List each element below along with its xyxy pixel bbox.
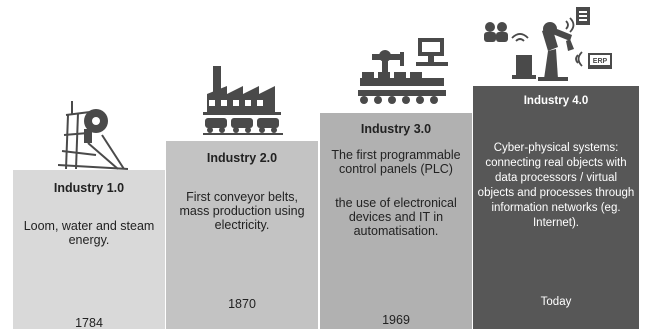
stage-title: Industry 4.0: [523, 95, 589, 107]
stage-industry-2: Industry 2.0 First conveyor belts, mass …: [166, 141, 318, 329]
stage-industry-3: Industry 3.0 The first programmable cont…: [320, 113, 472, 329]
stage-extra-description: the use of electronical devices and IT i…: [335, 196, 457, 238]
robot-arm-computer-icon: [358, 38, 448, 104]
stage-description: First conveyor belts, mass production us…: [179, 190, 305, 232]
factory-icon: [203, 66, 283, 135]
stage-year: Today: [540, 296, 572, 308]
stage-year: 1784: [75, 316, 103, 330]
stage-title: Industry 3.0: [360, 122, 432, 136]
erp-label: ERP: [593, 58, 608, 65]
stage-description: Loom, water and steam energy.: [23, 219, 155, 247]
stage-year: 1870: [228, 297, 256, 311]
stage-industry-4: Industry 4.0 Cyber-physical systems: con…: [473, 86, 639, 329]
connected-robot-icon: ERP: [484, 7, 612, 81]
stage-description: Cyber-physical systems: connecting real …: [477, 142, 635, 229]
stage-description: The first programmable control panels (P…: [331, 148, 461, 176]
loom-icon: [58, 101, 128, 170]
stage-industry-1: Industry 1.0 Loom, water and steam energ…: [13, 170, 165, 330]
stage-year: 1969: [382, 313, 410, 327]
stage-title: Industry 2.0: [206, 151, 278, 165]
stage-title: Industry 1.0: [53, 181, 125, 195]
